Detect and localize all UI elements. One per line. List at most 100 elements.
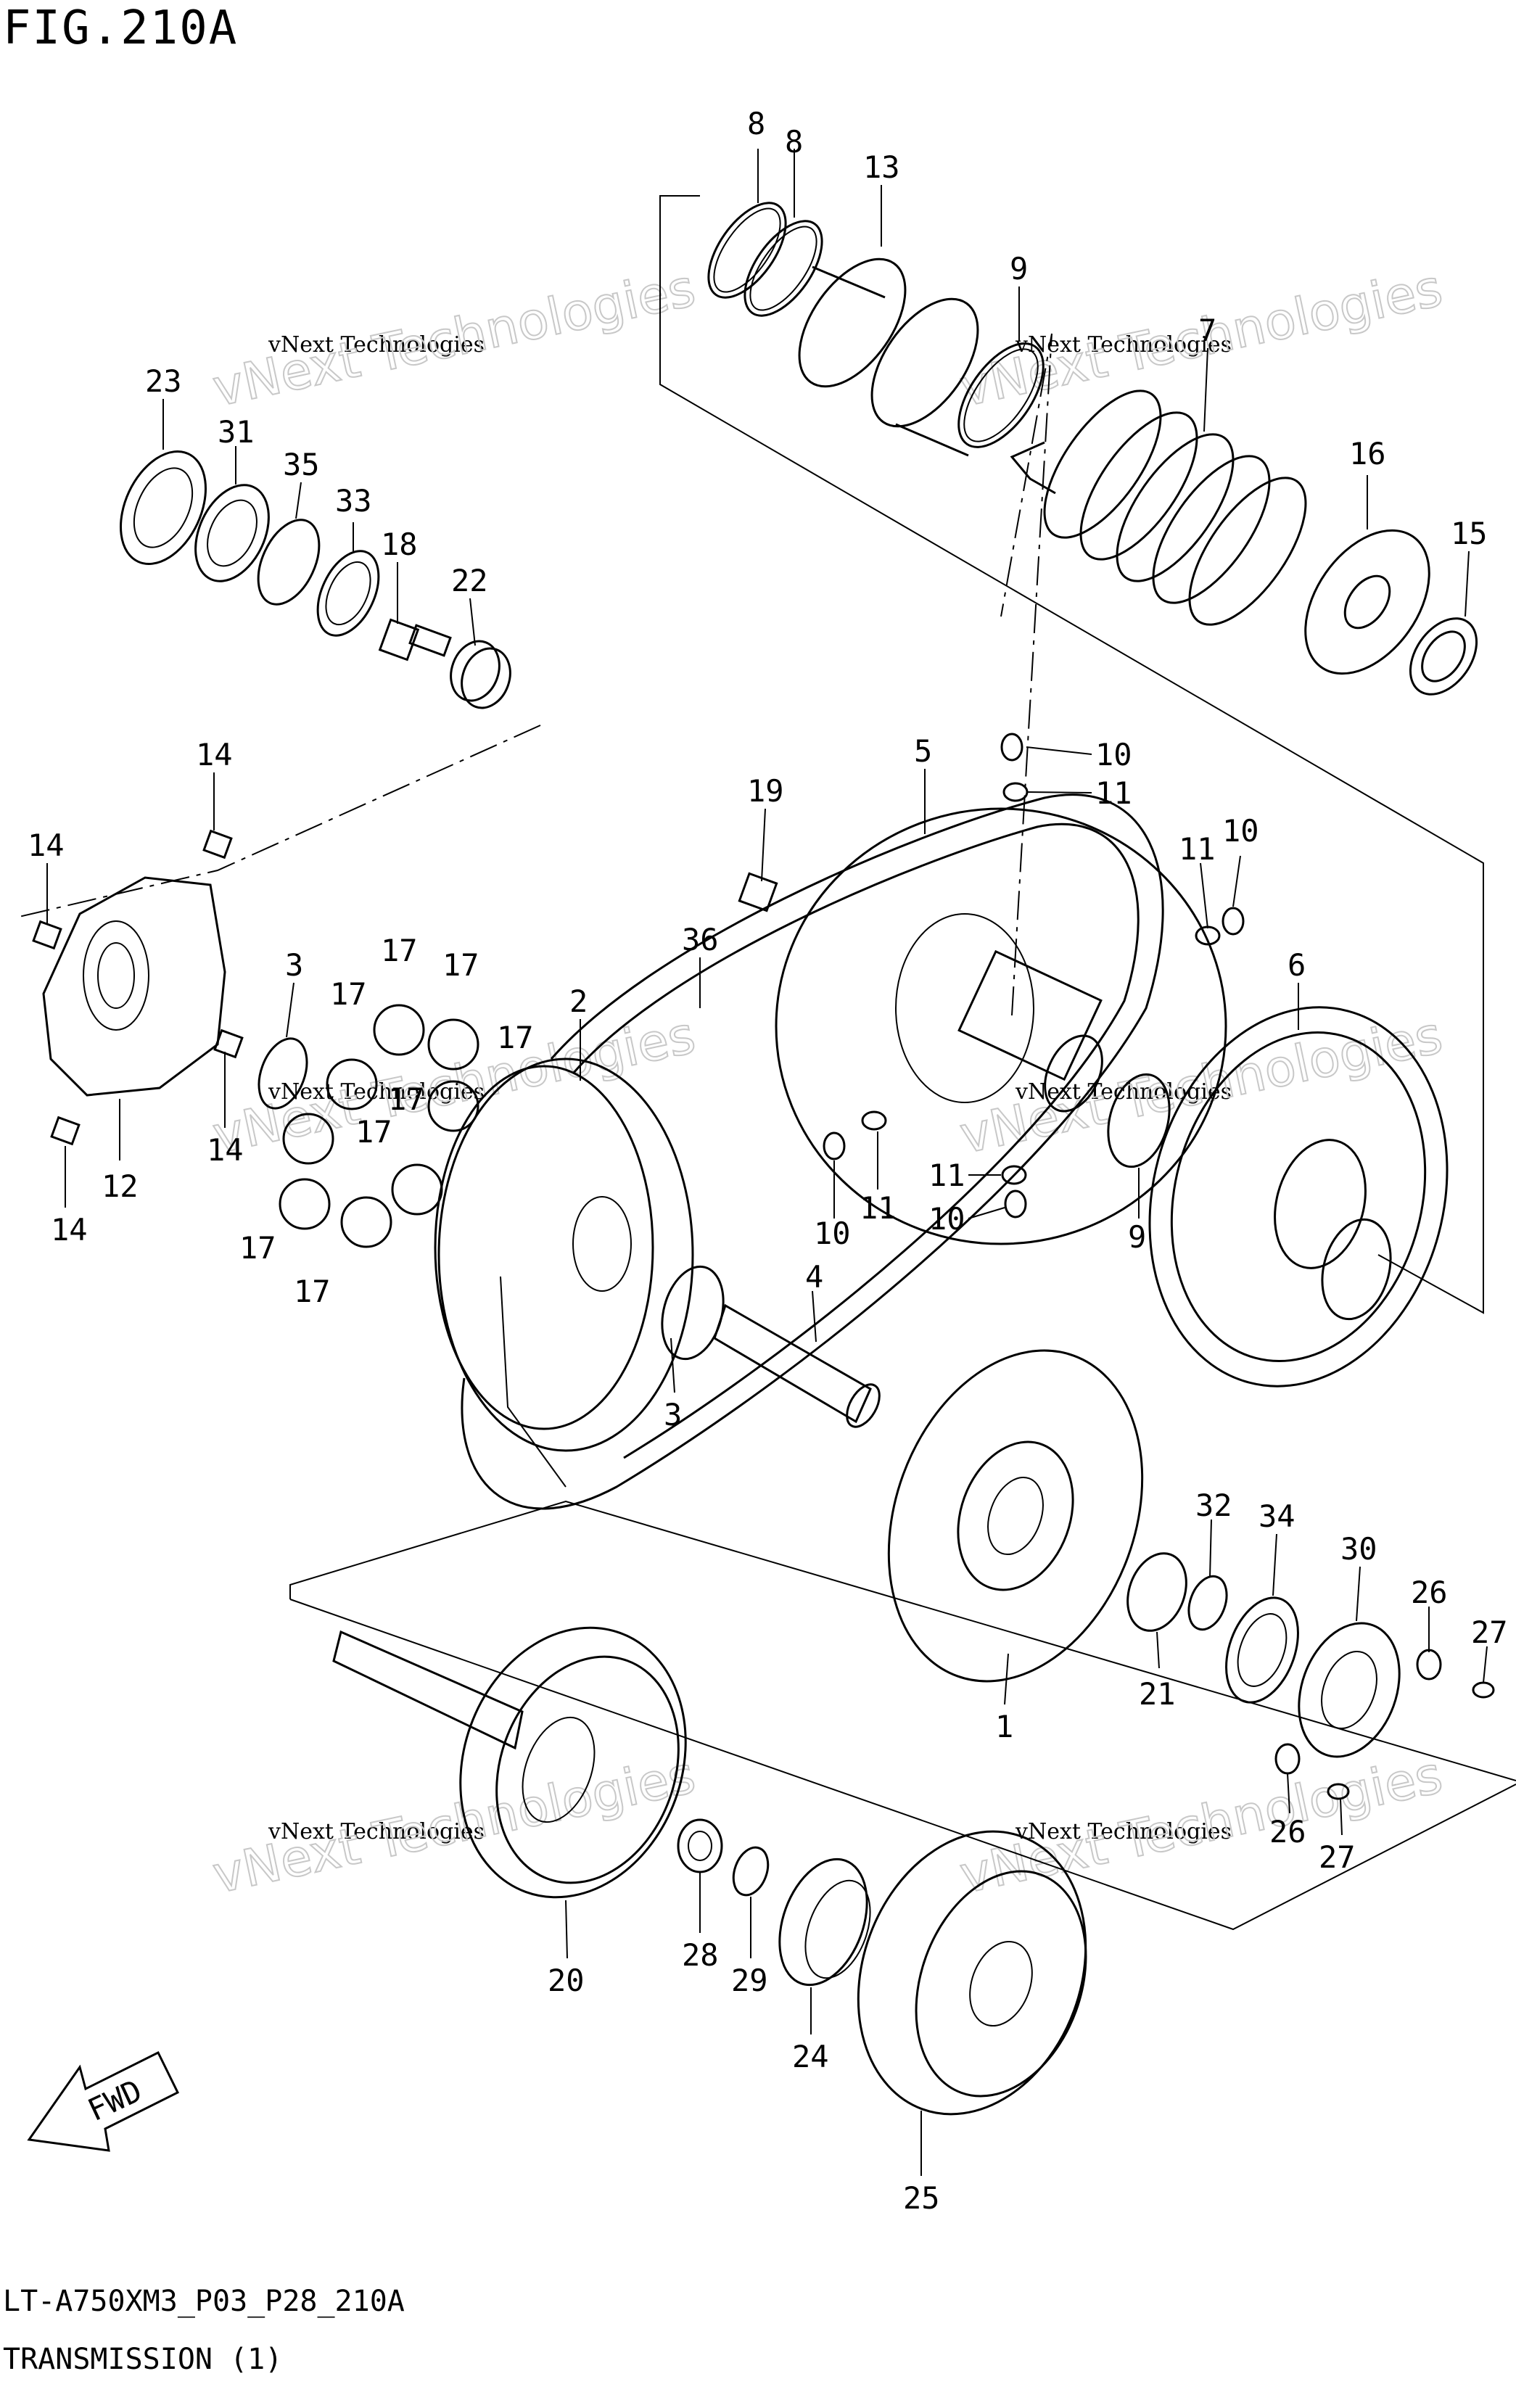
callout-20: 20 xyxy=(548,1963,585,1998)
callout-11: 11 xyxy=(860,1190,897,1226)
callout-labels: 8 8 13 9 7 16 15 23 31 35 33 18 22 14 14… xyxy=(28,106,1508,2216)
callout-10: 10 xyxy=(928,1201,965,1237)
callout-17: 17 xyxy=(330,976,367,1012)
part-28-nut xyxy=(677,1818,723,1873)
callout-17: 17 xyxy=(239,1230,276,1266)
part-31-bearing xyxy=(194,484,270,582)
part-35-circlip xyxy=(257,519,321,606)
part-20-clutch-housing xyxy=(332,1626,687,1899)
callout-4: 4 xyxy=(805,1259,823,1295)
callout-17: 17 xyxy=(355,1114,392,1150)
callout-35: 35 xyxy=(283,447,320,482)
callout-14: 14 xyxy=(51,1212,88,1248)
callout-10: 10 xyxy=(814,1216,851,1251)
callout-29: 29 xyxy=(731,1963,768,1998)
part-32-oring xyxy=(1187,1575,1228,1631)
callout-2: 2 xyxy=(569,984,588,1019)
part-23-seal xyxy=(120,450,207,565)
callout-16: 16 xyxy=(1349,436,1386,471)
frame-lower-top xyxy=(289,1500,1516,1781)
figure-title: FIG.210A xyxy=(3,1,239,55)
axis-line-left xyxy=(15,725,541,918)
leader-lines xyxy=(46,149,1488,2176)
part-3-oring-center xyxy=(661,1265,725,1361)
callout-36: 36 xyxy=(682,922,719,957)
part-13-sleeve xyxy=(798,257,979,457)
watermark-text: vNext Technologies xyxy=(1015,1819,1232,1844)
callout-27: 27 xyxy=(1319,1839,1356,1875)
callout-3: 3 xyxy=(285,947,303,983)
frame-upper-right xyxy=(659,195,1484,1314)
part-15-nut xyxy=(1409,617,1478,696)
callout-11: 11 xyxy=(1095,775,1132,811)
callout-17: 17 xyxy=(497,1020,534,1055)
callout-6: 6 xyxy=(1288,947,1306,983)
part-14-slides xyxy=(32,829,244,1146)
callout-12: 12 xyxy=(102,1168,139,1204)
callout-31: 31 xyxy=(218,414,255,450)
callout-17: 17 xyxy=(294,1274,331,1309)
callout-9: 9 xyxy=(1010,251,1028,286)
part-16-plate xyxy=(1304,529,1430,675)
part-3-oring-left xyxy=(258,1037,308,1110)
watermark-text: vNext Technologies xyxy=(268,332,485,358)
callout-33: 33 xyxy=(335,483,372,519)
frame-lower-bottom xyxy=(289,1599,1516,1931)
callout-14: 14 xyxy=(196,737,233,772)
callout-18: 18 xyxy=(381,527,418,562)
part-5-fixed-face xyxy=(775,807,1227,1245)
part-9-oring-right xyxy=(1107,1073,1171,1168)
part-25-clutch xyxy=(857,1830,1087,2116)
part-34-seal xyxy=(1225,1596,1299,1704)
callout-21: 21 xyxy=(1139,1676,1176,1712)
callout-24: 24 xyxy=(792,2039,829,2074)
callout-3: 3 xyxy=(664,1397,682,1432)
part-30-bearing xyxy=(1298,1622,1401,1758)
callout-8: 8 xyxy=(785,124,803,160)
callout-17: 17 xyxy=(381,933,418,968)
callout-27: 27 xyxy=(1471,1615,1508,1650)
part-29-washer xyxy=(732,1846,770,1897)
watermark-text: vNext Technologies xyxy=(268,1819,485,1844)
callout-13: 13 xyxy=(863,149,900,185)
part-17-rollers xyxy=(279,1004,479,1248)
part-7-spring xyxy=(1010,389,1307,626)
part-12-movable-plate xyxy=(42,876,226,1097)
callout-17: 17 xyxy=(442,947,479,983)
part-24-bearing xyxy=(778,1857,871,1987)
group-frame-lines xyxy=(15,195,1516,1931)
callout-17: 17 xyxy=(388,1081,425,1117)
part-18-bolt xyxy=(378,618,452,661)
watermark-text: vNext Technologies xyxy=(1015,1079,1232,1105)
callout-25: 25 xyxy=(903,2180,940,2216)
callout-26: 26 xyxy=(1269,1814,1306,1850)
part-8-orings xyxy=(707,202,823,317)
callout-32: 32 xyxy=(1195,1488,1232,1523)
callout-28: 28 xyxy=(682,1937,719,1973)
callout-14: 14 xyxy=(28,828,65,863)
callout-26: 26 xyxy=(1411,1575,1448,1610)
part-22-roller xyxy=(450,640,511,709)
fwd-arrow-icon xyxy=(27,2050,180,2152)
callout-9: 9 xyxy=(1128,1219,1146,1255)
callout-34: 34 xyxy=(1258,1498,1295,1534)
callout-10: 10 xyxy=(1095,737,1132,772)
callout-23: 23 xyxy=(145,363,182,399)
callout-1: 1 xyxy=(995,1709,1013,1744)
part-4-shaft xyxy=(713,1303,881,1428)
callout-10: 10 xyxy=(1222,813,1259,849)
part-2-drive-face xyxy=(434,1057,694,1488)
diagram-caption: TRANSMISSION (1) xyxy=(3,2343,283,2376)
callout-30: 30 xyxy=(1340,1531,1377,1567)
callout-19: 19 xyxy=(747,773,784,809)
part-36-belt xyxy=(461,793,1164,1510)
callout-22: 22 xyxy=(451,563,488,598)
part-1-fan xyxy=(887,1349,1144,1683)
callout-11: 11 xyxy=(1179,831,1216,867)
axis-line-right xyxy=(1000,333,1052,1016)
callout-8: 8 xyxy=(747,106,765,141)
part-6-pulley xyxy=(1148,1006,1449,1388)
callout-14: 14 xyxy=(207,1132,244,1168)
